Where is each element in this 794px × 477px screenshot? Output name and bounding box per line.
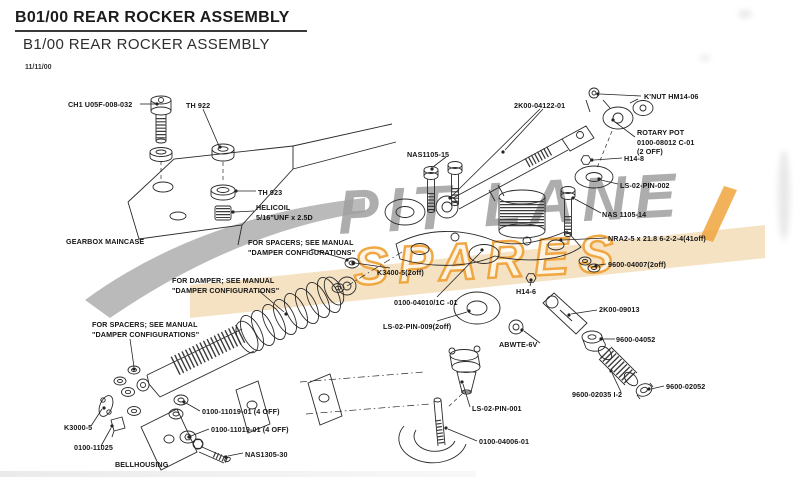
part-label: K'NUT HM14-06: [644, 92, 699, 101]
part-label: 9600-02035 I-2: [572, 390, 623, 399]
part-label: TH 922: [186, 101, 211, 110]
part-label: 0100-04010/1C -01: [394, 298, 458, 307]
part-label: 2K00-09013: [599, 305, 640, 314]
part-label: FOR SPACERS; SEE MANUAL "DAMPER CONFIGUR…: [92, 320, 200, 339]
leader-lines: [90, 92, 665, 459]
part-label: NRA2-5 x 21.8 6-2-2-4(41off): [608, 234, 706, 243]
bellhousing-art: [98, 371, 431, 471]
watermark-orange-slash: [700, 186, 737, 242]
part-label: CH1 U05F-008-032: [68, 100, 133, 109]
part-label: 9600-02052: [666, 382, 706, 391]
part-label: FOR DAMPER; SEE MANUAL "DAMPER CONFIGURA…: [172, 276, 280, 295]
part-label: 0100-11019-01 (4 OFF): [202, 407, 280, 416]
adjuster-chain-art: [542, 292, 654, 400]
part-label: NAS1305-30: [245, 450, 288, 459]
scan-shadow: [0, 471, 477, 477]
part-label: 9600-04052: [616, 335, 656, 344]
part-label: H14-6: [516, 287, 537, 296]
part-label: FOR SPACERS; SEE MANUAL "DAMPER CONFIGUR…: [248, 238, 356, 257]
scan-smudge: [700, 55, 710, 61]
page-title: B01/00 REAR ROCKER ASSEMBLY: [15, 9, 290, 26]
part-label: ROTARY POT 0100-08012 C-01 (2 OFF): [637, 128, 695, 156]
part-label: 0100-11025: [74, 443, 113, 452]
title-underline: [15, 30, 307, 32]
scan-smudge: [738, 10, 752, 18]
watermark-swoosh: [85, 198, 365, 318]
page-date: 11/11/00: [25, 64, 52, 71]
part-label: 2K00-04122-01: [514, 101, 566, 110]
part-label: 9600-04007(2off): [608, 260, 666, 269]
pushrod-rotarypot-art: [435, 87, 654, 237]
part-label: GEARBOX MAINCASE: [66, 237, 145, 246]
bolt-and-inserts-art: [149, 95, 236, 221]
part-label: TH 923: [258, 188, 283, 197]
part-label: NAS 1105-14: [602, 210, 647, 219]
scan-smudge: [778, 150, 790, 240]
part-label: LS-02-PIN-009(2off): [383, 322, 452, 331]
part-label: LS-02-PIN-002: [620, 181, 670, 190]
watermark-band: [190, 225, 765, 318]
page-subtitle: B1/00 REAR ROCKER ASSEMBLY: [23, 36, 270, 53]
part-label: 0100-04006-01: [479, 437, 530, 446]
part-label: HELICOIL 5/16"UNF x 2.5D: [256, 203, 313, 222]
gearbox-maincase-art: [127, 123, 397, 246]
part-label: H14-8: [624, 154, 645, 163]
pin-stud-art: [398, 345, 481, 464]
part-label: BELLHOUSING: [115, 460, 169, 469]
rocker-art: [384, 161, 601, 335]
part-label: K3400-5(2off): [377, 268, 424, 277]
part-label: NAS1105-15: [407, 150, 450, 159]
part-label: K3000-5: [64, 423, 93, 432]
part-label: ABWTE-6V: [499, 340, 538, 349]
part-label: LS-02-PIN-001: [472, 404, 522, 413]
damper-art: [113, 251, 403, 398]
part-label: 0100-11019-01 (4 OFF): [211, 425, 289, 434]
